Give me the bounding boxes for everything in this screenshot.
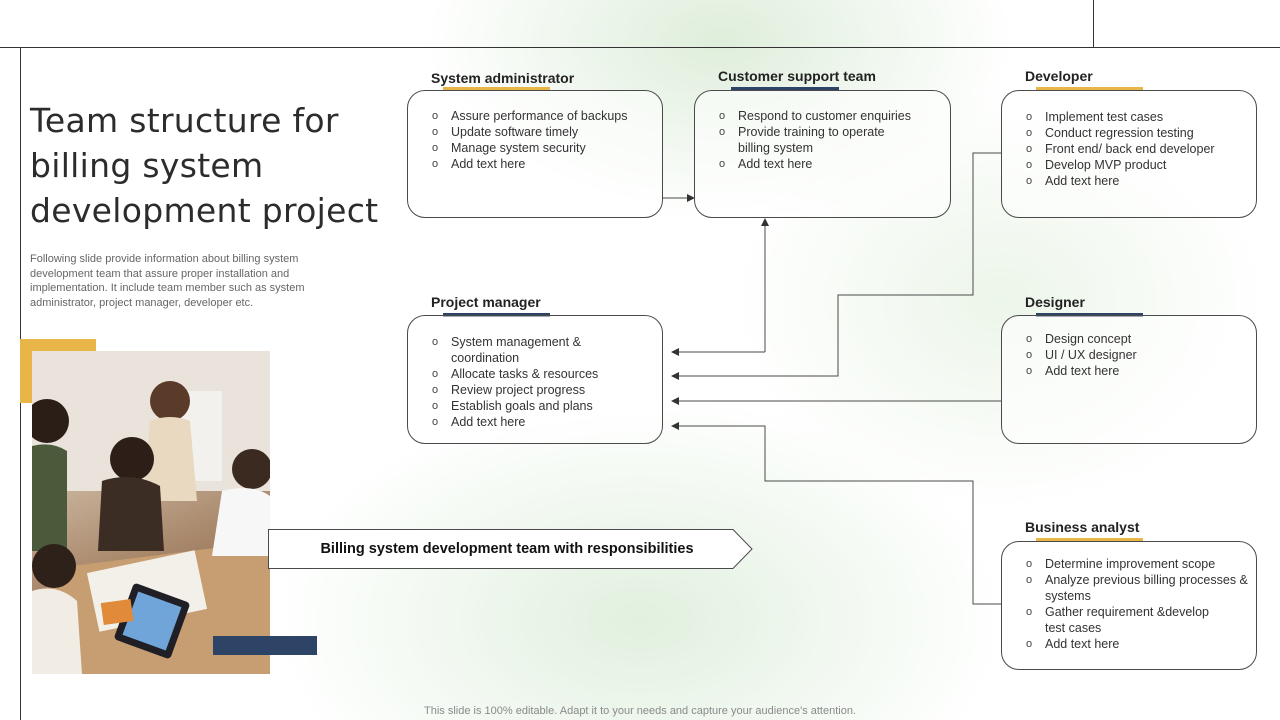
role-title-developer: Developer xyxy=(1025,68,1093,84)
bullet-icon: o xyxy=(432,110,439,122)
footer-note: This slide is 100% editable. Adapt it to… xyxy=(424,705,856,717)
bullet-icon: o xyxy=(1026,143,1033,155)
bullet-icon: o xyxy=(432,158,439,170)
role-title-designer: Designer xyxy=(1025,294,1085,310)
bullet-icon: o xyxy=(1026,333,1033,345)
bullet-icon: o xyxy=(1026,606,1033,618)
bullet-icon: o xyxy=(1026,349,1033,361)
bullet-icon: o xyxy=(432,126,439,138)
bullet-icon: o xyxy=(432,384,439,396)
role-title-business-analyst: Business analyst xyxy=(1025,519,1140,535)
arrow-analyst-to-pm xyxy=(671,422,1001,605)
bullet-icon: o xyxy=(432,142,439,154)
banner-text: Billing system development team with res… xyxy=(320,541,694,557)
role-accent-business-analyst xyxy=(1036,538,1143,542)
bullet-icon: o xyxy=(1026,159,1033,171)
bullet-icon: o xyxy=(719,110,726,122)
bullet-icon: o xyxy=(1026,638,1033,650)
bullet-icon: o xyxy=(432,400,439,412)
team-banner: Billing system development team with res… xyxy=(268,528,754,570)
bullet-icon: o xyxy=(1026,365,1033,377)
decor-navy-bar xyxy=(213,636,317,655)
bullet-icon: o xyxy=(1026,127,1033,139)
team-photo xyxy=(32,351,270,674)
bullet-icon: o xyxy=(719,158,726,170)
slide-title: Team structure for billing system develo… xyxy=(30,101,379,230)
bullet-icon: o xyxy=(432,368,439,380)
slide-description: Following slide provide information abou… xyxy=(30,253,305,309)
bullet-icon: o xyxy=(1026,111,1033,123)
role-accent-developer xyxy=(1036,87,1143,91)
bullet-icon: o xyxy=(1026,558,1033,570)
bullet-icon: o xyxy=(1026,574,1033,586)
bullet-icon: o xyxy=(432,336,439,348)
role-title-customer-support: Customer support team xyxy=(718,68,876,84)
bullet-icon: o xyxy=(719,126,726,138)
role-title-project-manager: Project manager xyxy=(431,294,541,310)
banner-arrow-shape xyxy=(268,529,753,569)
arrow-developer-to-pm xyxy=(671,152,1001,380)
role-accent-customer-support xyxy=(731,87,839,91)
role-title-system-administrator: System administrator xyxy=(431,70,575,86)
role-accent-system-administrator xyxy=(443,87,550,91)
bullet-icon: o xyxy=(432,416,439,428)
team-photo-illustration xyxy=(32,351,270,674)
frame-corner-line xyxy=(1093,0,1094,47)
frame-top-line xyxy=(0,47,1280,48)
bullet-icon: o xyxy=(1026,175,1033,187)
